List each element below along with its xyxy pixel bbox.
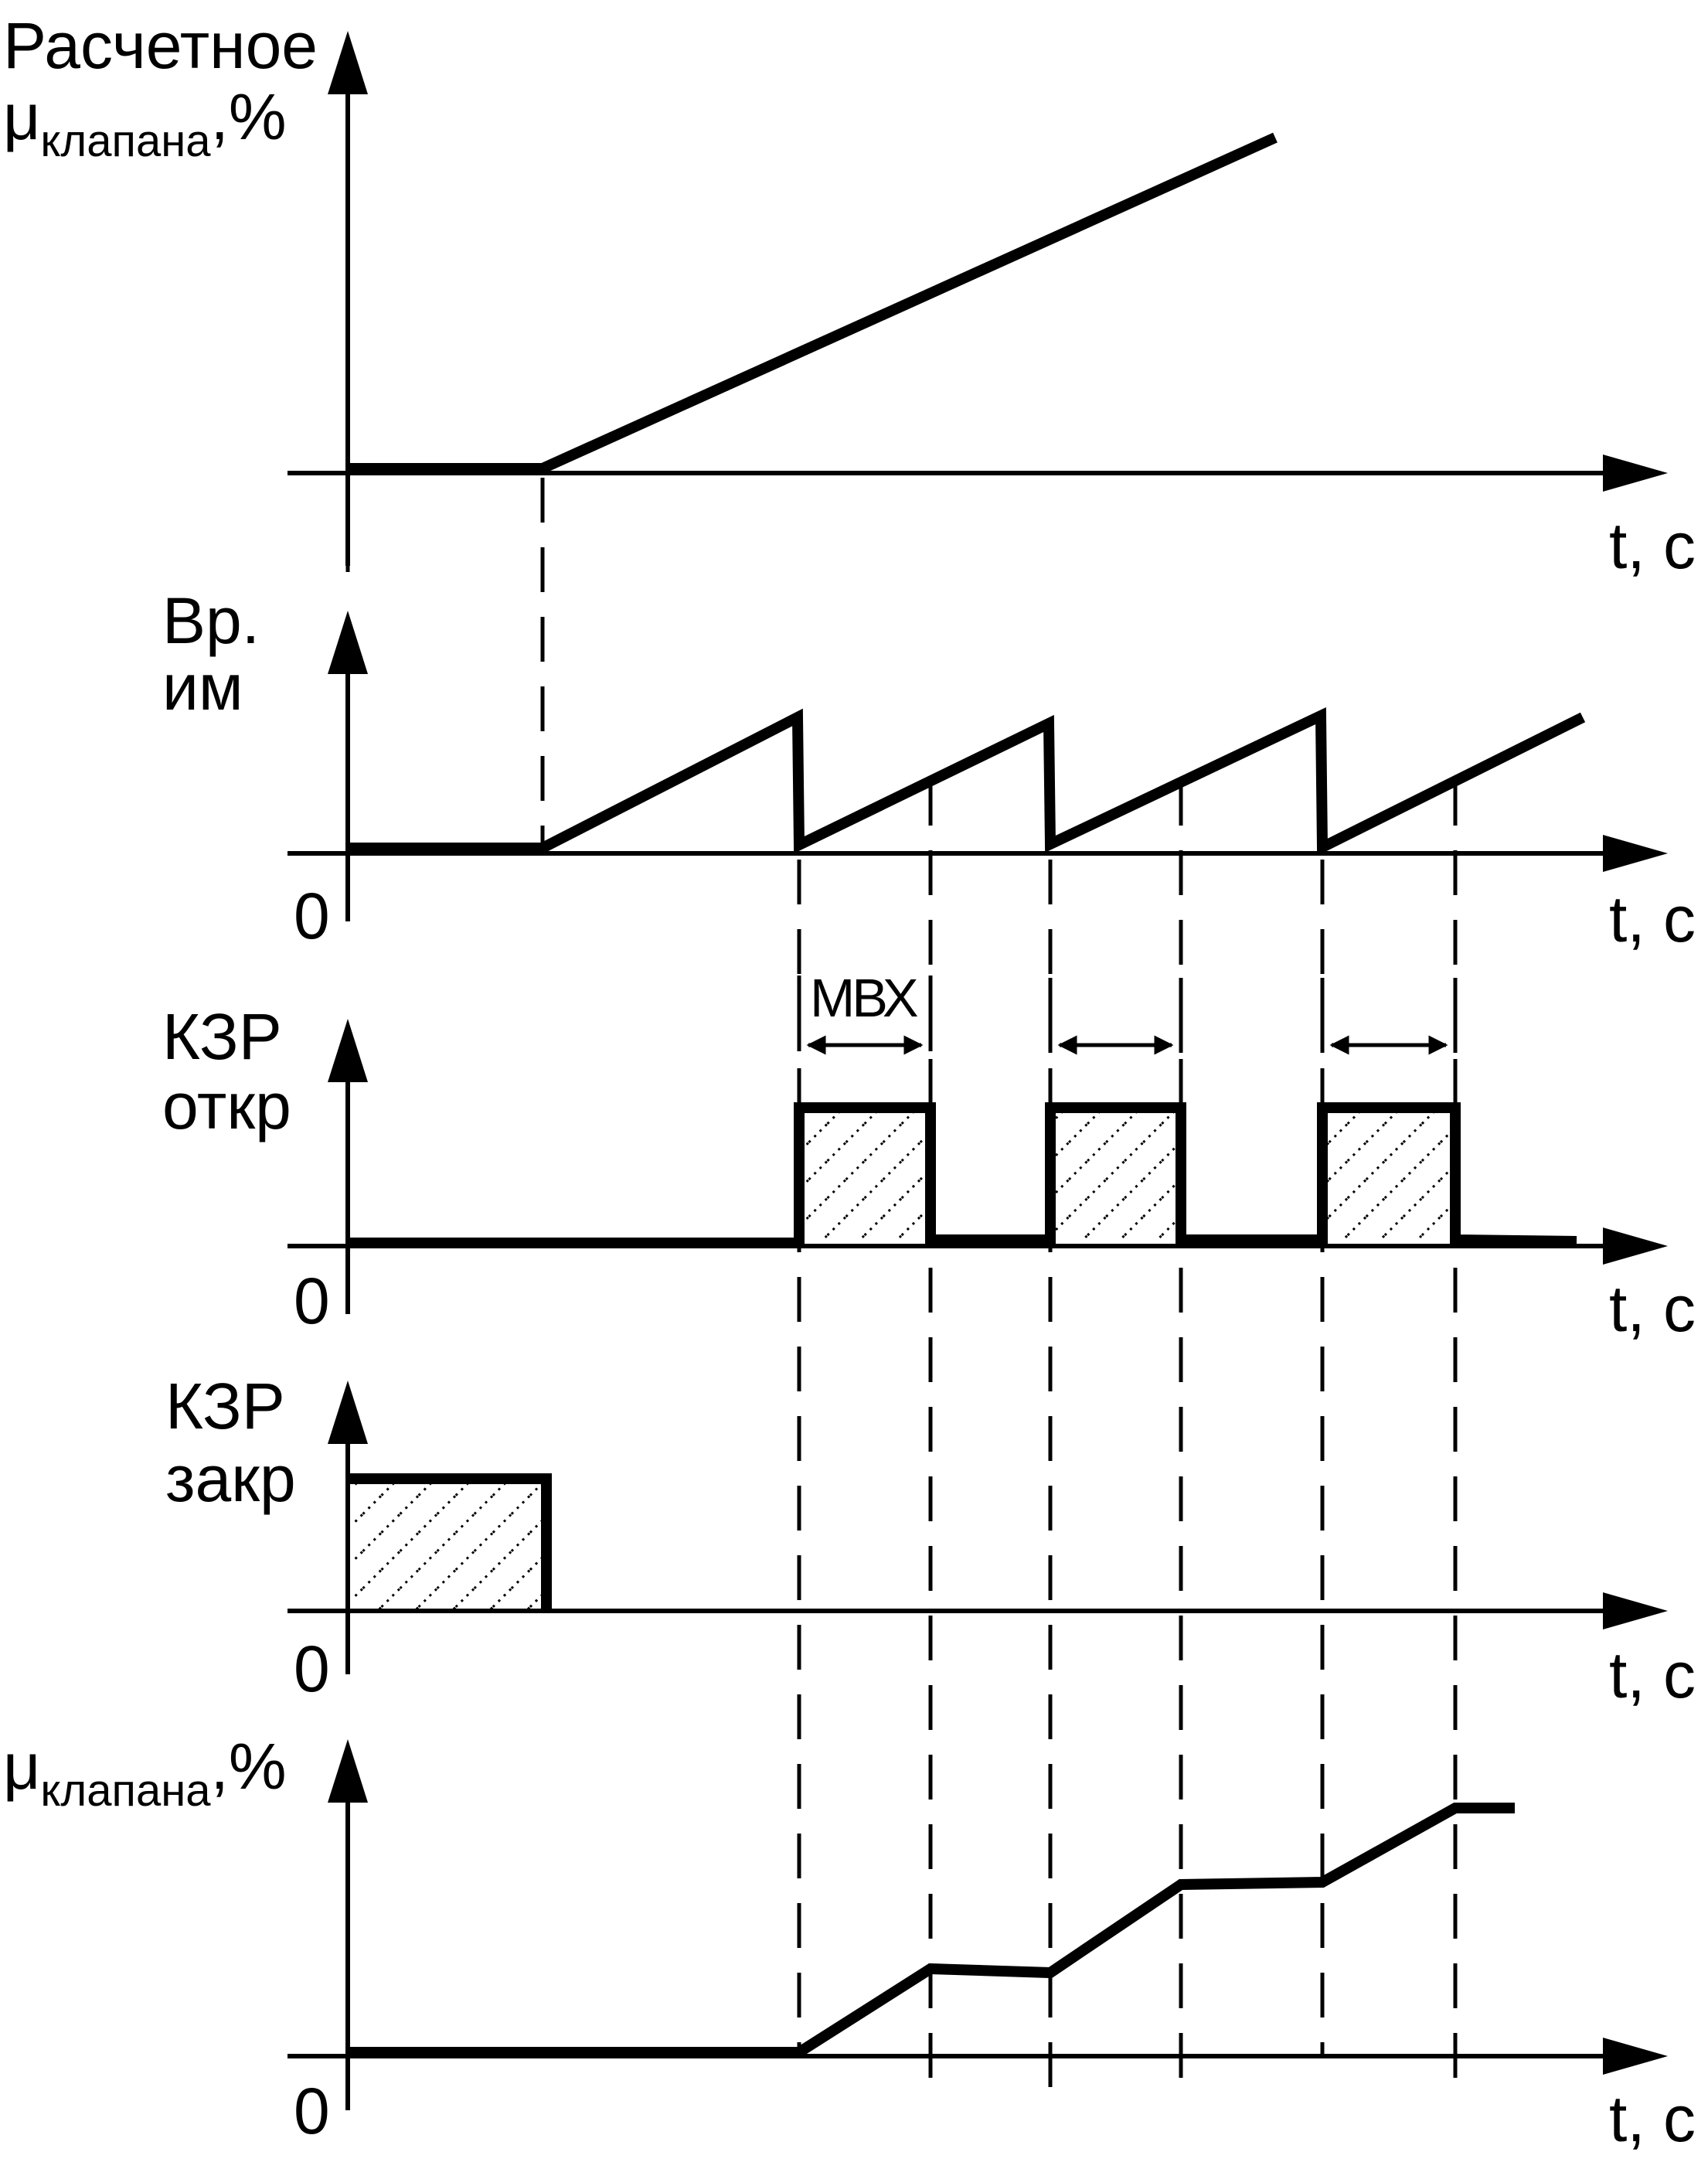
panel-valve-position: μклапана,% 0 t, c [3, 1730, 1696, 2155]
panel5-ylabel-mu: μклапана,% [3, 1730, 287, 1816]
panel2-zero: 0 [294, 880, 330, 952]
panel5-signal [348, 1803, 1515, 2058]
panel4-zero: 0 [294, 1633, 330, 1705]
panel-integration-time: Вр. им 0 t, c [162, 584, 1696, 955]
panel1-ylabel-mu: μклапана,% [3, 80, 287, 166]
panel5-x-arrow [1603, 2038, 1668, 2075]
panel3-pulse2-hatch [1050, 1108, 1181, 1241]
panel3-xlabel: t, c [1609, 1272, 1696, 1345]
panel2-ylabel-line1: Вр. [162, 584, 260, 657]
panel1-signal [348, 132, 1278, 474]
dashed-guides [345, 478, 1458, 2103]
panel4-x-arrow [1603, 1592, 1668, 1629]
panel2-ylabel-line2: им [162, 651, 243, 724]
panel3-ylabel-line1: КЗР [162, 1000, 282, 1073]
panel1-xlabel: t, c [1609, 509, 1696, 582]
mvx-label: МВХ [810, 968, 918, 1028]
panel1-ylabel-main: Расчетное [3, 9, 318, 82]
panel2-sawtooth [348, 707, 1586, 856]
panel1-x-arrow [1603, 455, 1668, 492]
panel3-zero: 0 [294, 1265, 330, 1337]
panel3-pulse1-hatch [799, 1108, 931, 1241]
panel-calculated-valve: Расчетное μклапана,% t, c [3, 9, 1696, 582]
panel-kzr-open: КЗР откр 0 t, c МВХ [162, 968, 1696, 1345]
panel4-ylabel-line2: закр [165, 1442, 296, 1515]
panel5-zero: 0 [294, 2075, 330, 2147]
panel-kzr-close: КЗР закр 0 t, c [165, 1370, 1696, 1711]
panel2-xlabel: t, c [1609, 883, 1696, 955]
panel4-y-arrow [328, 1381, 368, 1444]
panel3-y-arrow [328, 1019, 368, 1082]
panel4-pulse-hatch [352, 1479, 546, 1609]
panel1-y-arrow [328, 31, 368, 94]
panel5-xlabel: t, c [1609, 2082, 1696, 2155]
panel3-pulse3-hatch [1322, 1108, 1455, 1241]
panel5-y-arrow [328, 1739, 368, 1803]
panel3-signal [348, 1102, 1577, 1248]
panel2-y-arrow [328, 611, 368, 674]
panel2-x-arrow [1603, 835, 1668, 872]
panel4-ylabel-line1: КЗР [165, 1370, 285, 1442]
panel4-xlabel: t, c [1609, 1639, 1696, 1711]
panel3-ylabel-line2: откр [162, 1070, 291, 1142]
panel4-signal [348, 1473, 552, 1611]
panel3-x-arrow [1603, 1228, 1668, 1265]
